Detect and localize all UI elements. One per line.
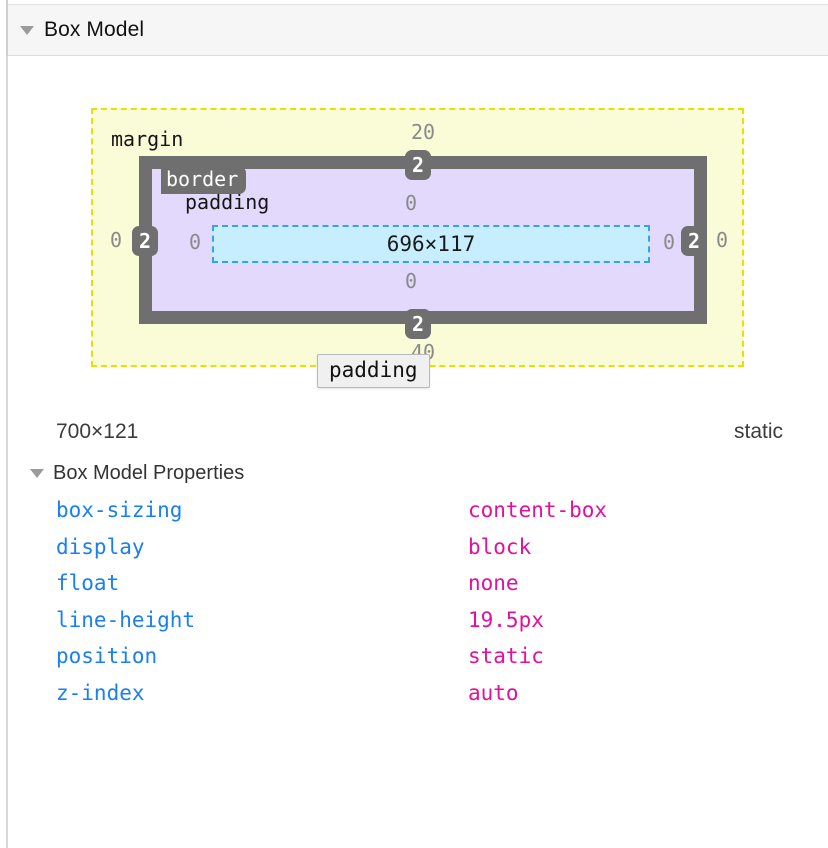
border-bottom-value[interactable]: 2 [405,309,431,339]
box-model-section-header[interactable]: Box Model [8,4,828,56]
content-size-label: 696×117 [386,232,476,256]
margin-left-value[interactable]: 0 [109,228,123,252]
property-name[interactable]: z-index [56,680,145,705]
content-box[interactable]: 696×117 [212,225,650,263]
triangle-down-icon[interactable] [30,469,44,478]
border-box[interactable]: border padding 696×117 0 0 0 0 [139,156,707,324]
padding-tooltip: padding [317,354,430,388]
property-value[interactable]: auto [468,680,519,705]
padding-label: padding [185,190,270,214]
padding-top-value[interactable]: 0 [404,191,418,215]
border-label: border [161,166,247,194]
box-model-properties-title: Box Model Properties [53,462,245,484]
margin-box[interactable]: margin border padding 696×117 0 0 0 0 20… [91,108,744,367]
margin-top-value[interactable]: 20 [410,120,436,144]
table-row[interactable]: position static [0,644,828,681]
triangle-down-icon[interactable] [20,25,34,35]
element-position-label: static [733,420,783,443]
property-name[interactable]: float [56,571,120,595]
property-name[interactable]: line-height [56,607,196,632]
border-right-value[interactable]: 2 [681,226,707,256]
border-top-value[interactable]: 2 [405,150,431,180]
property-name[interactable]: position [56,644,158,668]
box-model-diagram[interactable]: margin border padding 696×117 0 0 0 0 20… [0,56,828,396]
property-value[interactable]: 19.5px [468,607,544,632]
property-value[interactable]: static [468,644,544,668]
box-model-properties-list: box-sizing content-box display block flo… [0,498,828,717]
margin-label: margin [111,127,184,151]
property-name[interactable]: display [56,534,145,559]
element-summary: 700×121 static [0,420,828,456]
property-name[interactable]: box-sizing [56,498,183,522]
box-model-properties-header[interactable]: Box Model Properties [30,462,244,485]
property-value[interactable]: none [468,571,519,595]
page-title: Box Model [44,18,145,41]
property-value[interactable]: block [468,534,532,559]
margin-right-value[interactable]: 0 [715,228,729,252]
table-row[interactable]: box-sizing content-box [0,498,828,535]
padding-bottom-value[interactable]: 0 [404,269,418,293]
element-size-label: 700×121 [56,420,139,443]
table-row[interactable]: float none [0,571,828,608]
table-row[interactable]: line-height 19.5px [0,608,828,645]
border-left-value[interactable]: 2 [132,226,158,256]
panel-left-divider [6,0,8,848]
table-row[interactable]: display block [0,535,828,572]
panel-left-divider-top [6,0,8,56]
padding-left-value[interactable]: 0 [188,230,202,254]
property-value[interactable]: content-box [468,498,608,522]
table-row[interactable]: z-index auto [0,681,828,718]
padding-right-value[interactable]: 0 [662,230,676,254]
